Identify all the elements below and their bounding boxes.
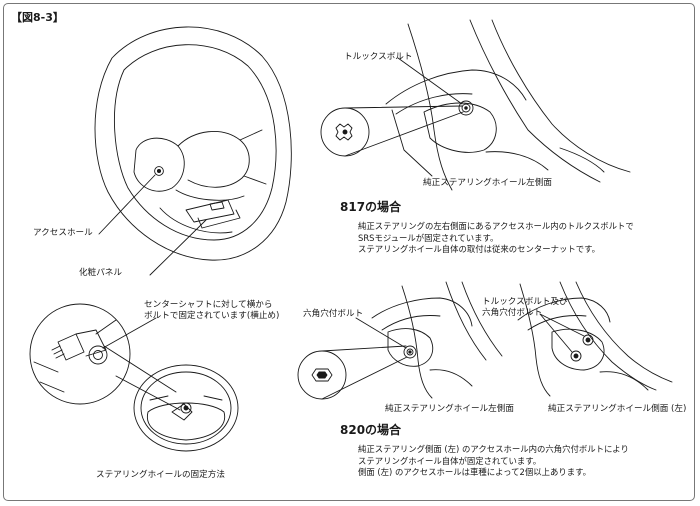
torx-closeup-817	[320, 19, 631, 191]
view-caption-817: 純正ステアリングホイール左側面	[423, 178, 552, 188]
torx-hex-label-line-1: トルックスボルト及び	[482, 297, 568, 307]
description-820-line-1: 純正ステアリング側面 (左) のアクセスホール内の六角穴付ボルトにより	[358, 444, 629, 454]
view-caption-820-left: 純正ステアリングホイール左側面	[385, 404, 514, 414]
steering-wheel-top-illustration	[94, 26, 292, 276]
description-817-line-3: ステアリングホイール自体の取付は従来のセンターナットです。	[358, 244, 601, 255]
zoom-guide-lines	[344, 105, 464, 157]
torx-bolt-label: トルックスボルト	[344, 52, 413, 62]
description-820-line-3: 側面 (左) のアクセスホールは車種によって2個以上あります。	[358, 467, 592, 478]
torx-hex-closeup-820-right	[517, 281, 673, 397]
hex-bolt-leader	[355, 317, 407, 349]
figure-frame	[3, 3, 695, 501]
trim-panel-leader	[149, 219, 207, 276]
fixing-method-caption: ステアリングホイールの固定方法	[96, 470, 225, 480]
access-hole-label: アクセスホール	[33, 228, 93, 238]
figure-label: 【図8-3】	[11, 11, 64, 24]
center-shaft-callout-line-1: センターシャフトに対して横から	[144, 300, 273, 310]
description-820: 純正ステアリング側面 (左) のアクセスホール内の六角穴付ボルトにより ステアリ…	[358, 444, 629, 479]
center-shaft-leader	[102, 317, 157, 349]
wheel-fixing-illustration	[29, 303, 239, 452]
description-817-line-2: SRSモジュールが固定されています。	[358, 232, 499, 243]
torx-bolt-leader	[397, 57, 463, 105]
view-caption-820-right: 純正ステアリングホイール側面 (左)	[548, 404, 687, 414]
torx-hex-label-line-2: 六角穴付ボルト	[482, 308, 543, 318]
hex-closeup-820-left	[297, 281, 503, 400]
trim-panel-label: 化粧パネル	[79, 268, 122, 278]
description-820-line-2: ステアリングホイール自体が固定されています。	[358, 455, 542, 466]
heading-820: 820の場合	[340, 423, 402, 437]
torx-and-hex-leader	[539, 313, 585, 337]
description-817: 純正ステアリングの左右側面にあるアクセスホール内のトルクスボルトで SRSモジュ…	[358, 221, 634, 256]
access-hole-leader	[98, 174, 156, 235]
zoom-guide-lines-820	[321, 345, 408, 400]
center-shaft-callout-line-2: ボルトで固定されています(横止め)	[144, 311, 280, 321]
heading-817: 817の場合	[340, 200, 402, 214]
hex-bolt-label: 六角穴付ボルト	[303, 309, 364, 319]
description-817-line-1: 純正ステアリングの左右側面にあるアクセスホール内のトルクスボルトで	[358, 221, 634, 231]
